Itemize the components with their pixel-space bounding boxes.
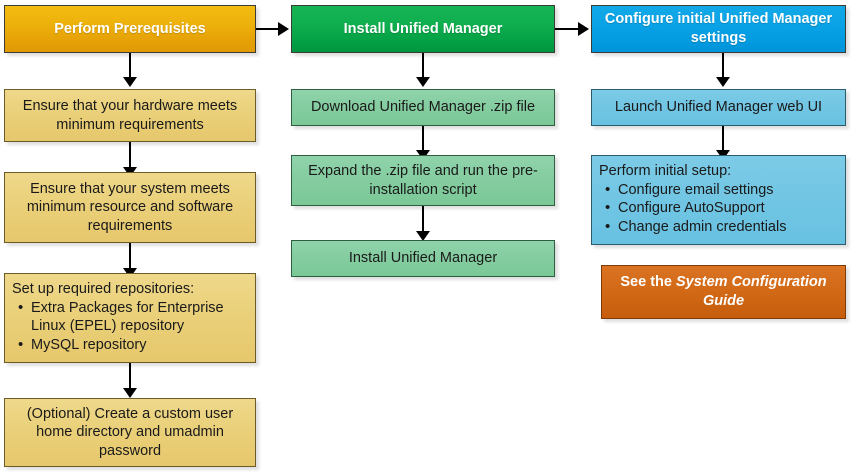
step-expand-zip[interactable]: Expand the .zip file and run the pre-ins…	[291, 155, 555, 206]
reference-system-configuration-guide[interactable]: See the System Configuration Guide	[601, 265, 846, 319]
reference-prefix: See the	[620, 274, 676, 291]
step-perform-initial-setup[interactable]: Perform initial setup: Configure email s…	[591, 155, 846, 245]
connector-arrow-stage-2-3	[578, 22, 589, 36]
initial-setup-bullet-list: Configure email settings Configure AutoS…	[592, 180, 845, 237]
step-custom-user-home[interactable]: (Optional) Create a custom user home dir…	[4, 398, 256, 467]
connector-line-prereq-1	[129, 53, 131, 80]
list-item: Configure email settings	[605, 180, 845, 200]
step-download-zip[interactable]: Download Unified Manager .zip file	[291, 89, 555, 126]
step-launch-web-ui-label: Launch Unified Manager web UI	[614, 99, 823, 116]
step-perform-initial-setup-lead: Perform initial setup:	[599, 163, 732, 179]
connector-line-prereq-4	[129, 363, 131, 391]
step-system-requirements-label: Ensure that your system meets minimum re…	[26, 180, 234, 234]
step-download-zip-label: Download Unified Manager .zip file	[310, 99, 536, 116]
connector-line-prereq-2	[129, 142, 131, 170]
list-item: Configure AutoSupport	[605, 198, 845, 218]
connector-arrow-prereq-1	[123, 77, 137, 87]
connector-line-prereq-3	[129, 243, 131, 271]
step-required-repositories-lead: Set up required repositories:	[12, 281, 195, 297]
list-item: Extra Packages for Enterprise Linux (EPE…	[18, 298, 255, 336]
list-item: MySQL repository	[18, 335, 255, 355]
stage-header-configure[interactable]: Configure initial Unified Manager settin…	[591, 5, 846, 53]
reference-emphasis: System Configuration Guide	[675, 274, 827, 309]
connector-line-stage-1-2	[256, 28, 284, 30]
stage-header-install-label: Install Unified Manager	[343, 20, 503, 37]
connector-line-install-2	[422, 126, 424, 153]
repositories-bullet-list: Extra Packages for Enterprise Linux (EPE…	[5, 298, 255, 355]
stage-header-install[interactable]: Install Unified Manager	[291, 5, 555, 53]
connector-arrow-install-3	[416, 231, 430, 241]
stage-header-prerequisites[interactable]: Perform Prerequisites	[4, 5, 256, 53]
connector-arrow-stage-1-2	[278, 22, 289, 36]
list-item: Change admin credentials	[605, 217, 845, 237]
step-install-unified-manager[interactable]: Install Unified Manager	[291, 240, 555, 277]
connector-line-install-3	[422, 206, 424, 234]
step-install-unified-manager-label: Install Unified Manager	[348, 250, 498, 267]
step-custom-user-home-label: (Optional) Create a custom user home dir…	[26, 405, 234, 459]
reference-system-configuration-guide-label: See the System Configuration Guide	[602, 273, 845, 310]
step-hardware-requirements-label: Ensure that your hardware meets minimum …	[22, 97, 238, 133]
stage-header-configure-label: Configure initial Unified Manager settin…	[604, 11, 833, 46]
connector-line-configure-1	[722, 53, 724, 80]
connector-arrow-prereq-4	[123, 388, 137, 398]
step-expand-zip-label: Expand the .zip file and run the pre-ins…	[308, 162, 538, 198]
step-required-repositories[interactable]: Set up required repositories: Extra Pack…	[4, 273, 256, 363]
connector-line-configure-2	[722, 126, 724, 153]
step-system-requirements[interactable]: Ensure that your system meets minimum re…	[4, 172, 256, 243]
connector-arrow-install-1	[416, 77, 430, 87]
stage-header-prerequisites-label: Perform Prerequisites	[54, 20, 206, 37]
connector-line-stage-2-3	[555, 28, 584, 30]
step-hardware-requirements[interactable]: Ensure that your hardware meets minimum …	[4, 89, 256, 142]
connector-line-install-1	[422, 53, 424, 80]
connector-arrow-configure-1	[716, 77, 730, 87]
step-launch-web-ui[interactable]: Launch Unified Manager web UI	[591, 89, 846, 126]
